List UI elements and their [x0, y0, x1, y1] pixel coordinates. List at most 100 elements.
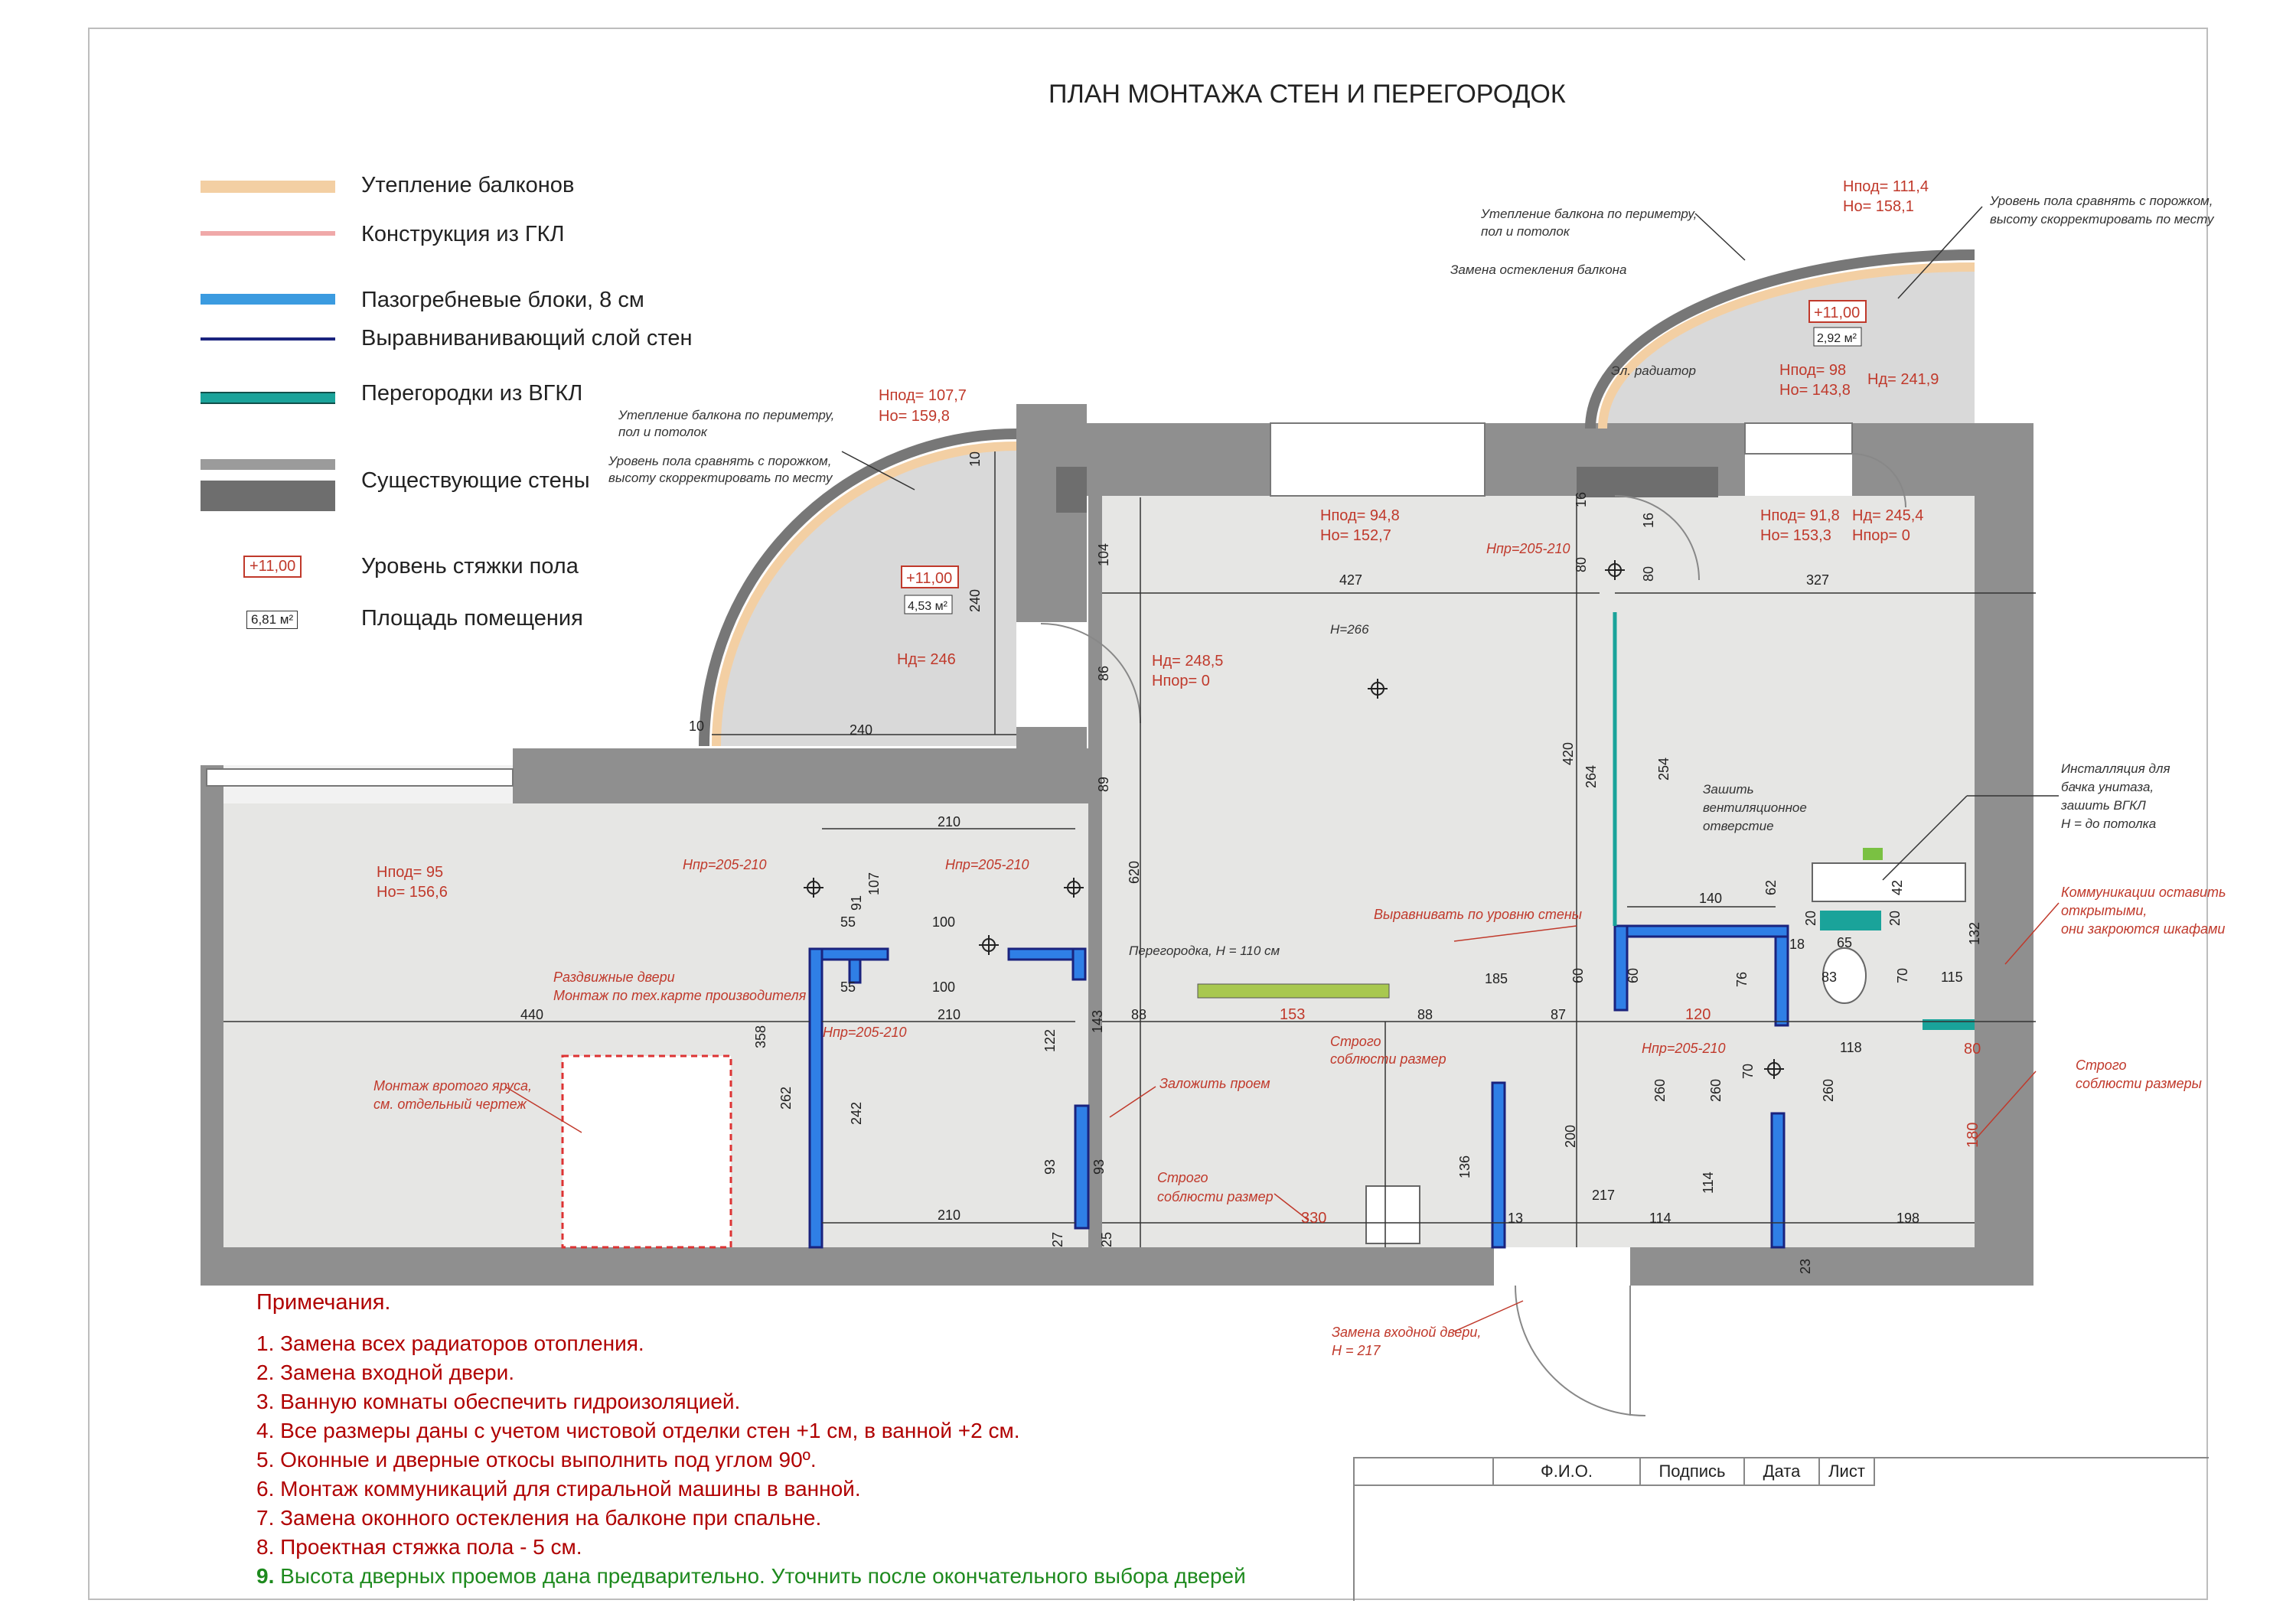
existing-dark-swatch — [201, 481, 335, 511]
kitchen-h-pod: Hпод= 91,8 — [1760, 507, 1840, 524]
dim-text: 18 — [1789, 937, 1805, 952]
vent-note: Зашить — [1703, 782, 1754, 797]
block-wall-10 — [1774, 935, 1789, 1027]
insulation-left — [712, 442, 1017, 747]
door-swing-balcony-right — [1851, 453, 1906, 508]
dimension-lines — [223, 451, 2036, 1247]
note-item: 5. Оконные и дверные откосы выполнить по… — [256, 1448, 817, 1471]
dim-text: 20 — [1887, 911, 1903, 926]
dim-text: 60 — [1626, 968, 1641, 983]
stamp-blank-cell — [1355, 1458, 1494, 1486]
kitchen-h-o: Hо= 153,3 — [1760, 527, 1831, 544]
dim-text: 87 — [1551, 1007, 1566, 1022]
block-wall-5 — [1071, 947, 1087, 981]
dim-text: 200 — [1563, 1125, 1578, 1148]
dim-text: 118 — [1840, 1040, 1862, 1055]
door-height-note: Hпр=205-210 — [1486, 541, 1570, 556]
page-title: ПЛАН МОНТАЖА СТЕН И ПЕРЕГОРОДОК — [1049, 80, 1566, 109]
dim-text: 114 — [1701, 1172, 1716, 1194]
dim-text: 254 — [1656, 758, 1671, 781]
dim-text: 260 — [1652, 1079, 1668, 1102]
block-partitions — [808, 924, 1789, 1249]
entry-door-note: Замена входной двери, — [1332, 1325, 1481, 1340]
legend-label: Площадь помещения — [361, 606, 583, 631]
dim-text-red: 120 — [1685, 1006, 1711, 1023]
balcony-right-note3b: высоту скорректировать по месту — [1990, 212, 2215, 227]
outlet-marks — [804, 560, 1784, 1079]
strict-note-2: Строго — [1157, 1170, 1208, 1185]
dim-text: 210 — [938, 1207, 960, 1223]
balcony-left-screed-box — [901, 565, 959, 588]
dim-text: 70 — [1895, 968, 1910, 983]
legend-label: Перегородки из ВГКЛ — [361, 381, 583, 406]
vent-square — [1863, 848, 1883, 860]
second-tier-note-2: см. отдельный чертеж — [373, 1097, 527, 1112]
dim-text: 80 — [1574, 557, 1589, 572]
vgkl-swatch — [201, 392, 335, 404]
dim-text-red: 80 — [1964, 1041, 1981, 1058]
crosshair-icon — [1064, 878, 1084, 898]
wall-left — [201, 765, 223, 1286]
balcony-right-h-d: Hд= 241,9 — [1867, 371, 1939, 388]
stamp-fio: Ф.И.О. — [1494, 1458, 1641, 1486]
notes-block: Примечания. 1. Замена всех радиаторов от… — [256, 1290, 1246, 1591]
dim-text: 358 — [753, 1025, 768, 1048]
dim-text: 93 — [1042, 1159, 1058, 1175]
door-swing-entry — [1515, 1285, 1646, 1416]
dim-text: 70 — [1740, 1064, 1756, 1079]
wall-bottom-right — [1630, 1247, 2033, 1286]
window-bedroom — [206, 768, 514, 787]
door-height-note: Hпр=205-210 — [683, 857, 767, 872]
comm-note: Коммуникации оставить — [2061, 885, 2226, 900]
leader-comm — [2004, 902, 2060, 965]
wall-bottom-left — [201, 1247, 1088, 1286]
note-item: 1. Замена всех радиаторов отопления. — [256, 1331, 644, 1355]
note-item: 8. Проектная стяжка пола - 5 см. — [256, 1535, 582, 1559]
balcony-right-floor — [1600, 264, 1975, 429]
dim-text: 93 — [1091, 1159, 1107, 1175]
block-wall-4 — [1007, 947, 1075, 961]
note-item: 6. Монтаж коммуникаций для стиральной ма… — [256, 1477, 861, 1501]
dim-text: 16 — [1574, 492, 1589, 507]
dim-text: 114 — [1649, 1211, 1671, 1226]
dim-text: 10 — [689, 719, 704, 734]
partition-110 — [1197, 983, 1390, 999]
balcony-left-note1: Утепление балкона по периметру, — [618, 408, 834, 422]
leveling-swatch — [201, 337, 335, 341]
door-height-note: Hпр=205-210 — [945, 857, 1029, 872]
bedroom-h-pod: Hпод= 95 — [377, 864, 443, 881]
door-height-note: Hпр=205-210 — [823, 1025, 907, 1040]
window-kitchen — [1744, 422, 1853, 455]
note-item: 4. Все размеры даны с учетом чистовой от… — [256, 1419, 1020, 1442]
dim-text: 327 — [1806, 572, 1829, 588]
balcony-left-note1b: пол и потолок — [618, 425, 708, 439]
door-h-d: Hд= 248,5 — [1152, 653, 1223, 670]
block-wall-11 — [1770, 1112, 1786, 1249]
dim-text: 80 — [1641, 566, 1656, 582]
leader-tier — [504, 1086, 582, 1133]
dim-text: 132 — [1967, 922, 1982, 945]
dim-text: 264 — [1583, 765, 1599, 788]
balcony-glazing — [699, 249, 1975, 747]
existing-light-swatch — [201, 459, 335, 470]
block-wall-9 — [1626, 924, 1789, 938]
dim-text: 89 — [1096, 777, 1111, 792]
balcony-right-h-pod2: Hпод= 98 — [1779, 362, 1846, 379]
dim-text: 107 — [866, 872, 882, 895]
dim-text: 100 — [932, 979, 955, 995]
crosshair-icon — [1368, 679, 1388, 699]
vgkl-install — [1820, 911, 1881, 930]
window-living — [1270, 422, 1486, 497]
balcony-left-area: 4,53 м² — [908, 600, 948, 613]
dim-text: 88 — [1417, 1007, 1433, 1022]
dim-text: 88 — [1131, 1007, 1146, 1022]
balcony-left-h-o: Hо= 159,8 — [879, 408, 950, 425]
dim-text: 440 — [520, 1007, 543, 1022]
dim-text: 86 — [1096, 666, 1111, 681]
balcony-right-area: 2,92 м² — [1817, 332, 1857, 345]
glazing-left — [699, 429, 1017, 747]
balcony-right-h-o: Hо= 158,1 — [1843, 198, 1914, 215]
dim-text: 427 — [1339, 572, 1362, 588]
dim-text: 140 — [1699, 891, 1722, 906]
sliding-note-2: Монтаж по тех.карте производителя — [553, 988, 807, 1003]
